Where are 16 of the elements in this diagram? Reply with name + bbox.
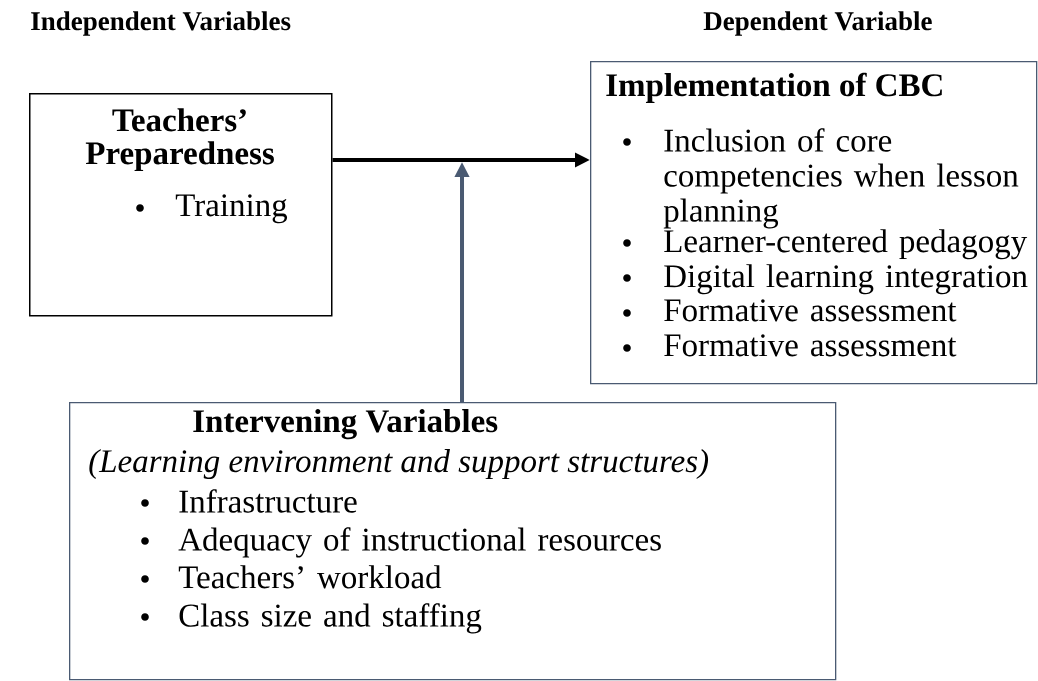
box-heading: Intervening Variables xyxy=(193,409,498,440)
column-heading: Dependent Variable xyxy=(703,11,932,36)
bullet-item: Formative assessment xyxy=(664,299,957,322)
bullet-item: Learner-centered pedagogy xyxy=(664,229,1028,260)
bullet-item: Infrastructure xyxy=(179,489,357,513)
bullet-item: Inclusion of core competencies when lesson planning xyxy=(663,128,1019,229)
bullet-item: Digital learning integration xyxy=(664,264,1028,295)
subtitle: (Learning environment and support structures) xyxy=(89,449,709,479)
bullet-item: Adequacy of instructional resources xyxy=(178,527,661,558)
bullet-item: Formative assessment xyxy=(664,334,957,357)
column-heading: Independent Variables xyxy=(31,11,291,36)
box-heading: Implementation of CBC xyxy=(606,72,942,103)
bullet-item: Class size and staffing xyxy=(179,603,482,634)
box-heading: Teachers’ Preparedness xyxy=(85,108,274,172)
bullet-item: Teachers’ workload xyxy=(178,565,442,589)
bullet-item: Training xyxy=(175,194,288,224)
